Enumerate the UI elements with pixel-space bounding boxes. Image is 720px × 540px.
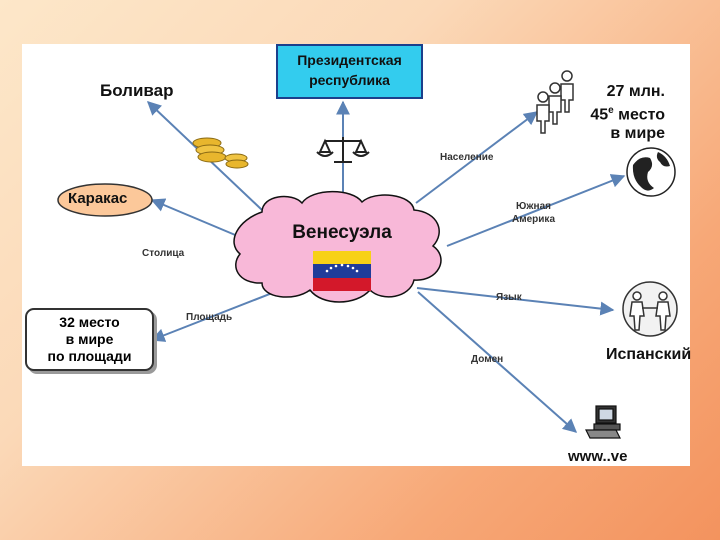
arrow-language <box>416 287 615 316</box>
caracas-oval <box>57 183 153 217</box>
people-icon <box>536 70 574 134</box>
edge-label-capital: Столица <box>142 248 185 259</box>
population-rank: 45 <box>590 106 609 124</box>
president-line2: республика <box>309 72 390 88</box>
population-node: 27 млн. 45е место в мире <box>575 82 665 143</box>
area-line1: 32 место <box>59 314 120 330</box>
population-line2: 45е место <box>575 101 665 124</box>
population-rank-rest: место <box>613 106 665 124</box>
bolivar-label: Боливар <box>100 81 174 100</box>
edge-label-population: Население <box>440 152 494 163</box>
coins-icon <box>192 137 249 169</box>
venezuela-flag-icon <box>313 251 371 291</box>
president-line1: Президентская <box>297 52 402 68</box>
population-line3: в мире <box>610 125 665 143</box>
arrow-population <box>415 111 539 204</box>
scales-icon <box>316 137 370 163</box>
edge-label-south-1: Южная <box>516 201 551 212</box>
center-cloud <box>233 190 442 303</box>
area-line2: в мире <box>65 331 114 347</box>
area-box: 32 место в мире по площади <box>25 308 154 371</box>
spanish-label: Испанский <box>606 346 692 363</box>
arrow-area <box>150 287 286 342</box>
population-rank-suffix: е <box>608 105 614 116</box>
president-node: Президентская республика <box>282 50 417 90</box>
edge-label-south-2: Америка <box>512 214 556 225</box>
area-line3: по площади <box>47 348 132 364</box>
caracas-label: Каракас <box>68 190 128 207</box>
computer-icon <box>585 405 621 439</box>
president-box <box>276 44 423 99</box>
arrow-caracas <box>150 198 241 238</box>
edge-label-area: Площадь <box>186 312 233 323</box>
arrow-domain <box>417 291 578 433</box>
edge-label-domain: Домен <box>471 354 504 365</box>
arrow-south-america <box>446 174 626 247</box>
handshake-globe-icon <box>622 281 678 337</box>
domain-label: www..ve <box>568 448 628 465</box>
globe-icon <box>626 147 676 197</box>
center-label: Венесуэла <box>292 222 392 243</box>
population-line1: 27 млн. <box>606 83 665 100</box>
edge-label-language: Язык <box>496 292 522 303</box>
